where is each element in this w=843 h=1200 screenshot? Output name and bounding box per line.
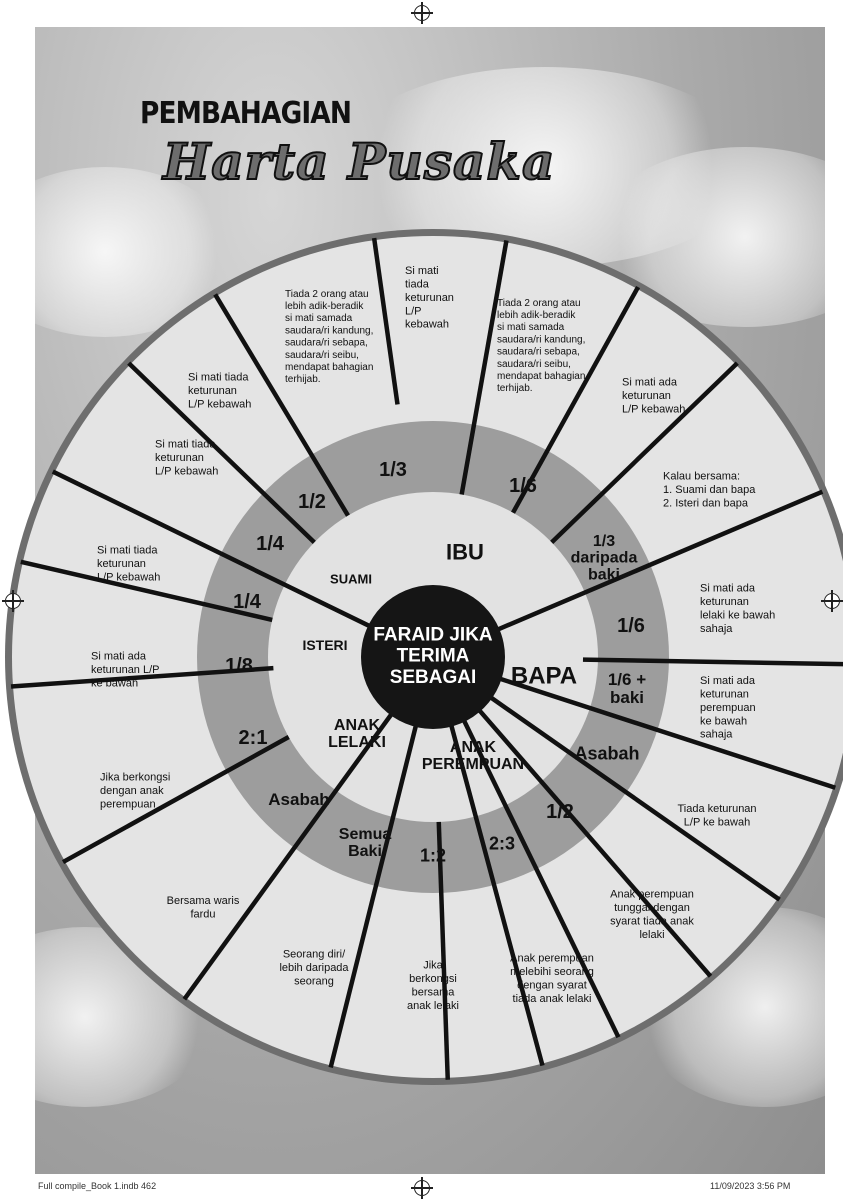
- sector-divider: [51, 469, 372, 629]
- registration-mark-icon: [821, 590, 843, 612]
- sector-divider: [459, 240, 509, 495]
- share-label-suami-quarter: 1/4: [256, 533, 285, 555]
- sector-divider: [477, 708, 713, 978]
- sector-divider: [328, 724, 419, 1068]
- sector-divider: [550, 361, 739, 544]
- sector-divider: [436, 821, 451, 1080]
- sector-divider: [371, 237, 400, 405]
- share-label-bapa-sixth-baki: 1/6 +baki: [608, 670, 646, 707]
- share-label-bapa-sixth: 1/6: [617, 615, 645, 637]
- footer-timestamp: 11/09/2023 3:56 PM: [710, 1181, 791, 1191]
- sector-divider: [182, 712, 394, 1001]
- sector-divider: [582, 657, 843, 667]
- poster-title-script: Harta Pusaka: [162, 131, 556, 192]
- poster-title: PEMBAHAGIAN: [140, 96, 352, 131]
- sector-divider: [511, 285, 641, 514]
- share-label-isteri-eighth: 1/8: [225, 655, 253, 677]
- sector-divider: [498, 676, 836, 790]
- sector-divider: [496, 489, 824, 632]
- share-label-ap-half: 1/2: [546, 801, 574, 823]
- sector-divider: [489, 695, 781, 902]
- share-label-al-two-one: 2:1: [239, 727, 268, 749]
- registration-mark-icon: [2, 590, 24, 612]
- footer-file-info: Full compile_Book 1.indb 462: [38, 1181, 157, 1191]
- registration-mark-icon: [411, 2, 433, 24]
- share-label-ap-one-two: 1:2: [420, 845, 446, 865]
- share-label-suami-half: 1/2: [298, 491, 326, 513]
- share-label-ibu-third: 1/3: [379, 459, 407, 481]
- share-label-bapa-asabah: Asabah: [574, 743, 639, 763]
- share-label-isteri-quarter: 1/4: [233, 591, 262, 613]
- sector-divider: [20, 559, 273, 623]
- heir-label-suami: SUAMI: [330, 572, 372, 587]
- share-label-ibu-sixth: 1/6: [509, 475, 537, 497]
- sector-divider: [213, 293, 350, 517]
- center-disc: [361, 585, 505, 729]
- heir-label-isteri: ISTERI: [302, 637, 347, 653]
- share-label-al-asabah: Asabah: [268, 790, 329, 809]
- sector-divider: [127, 361, 316, 544]
- sector-divider: [10, 665, 274, 689]
- heir-label-bapa: BAPA: [511, 662, 577, 689]
- sector-divider: [61, 735, 290, 865]
- share-label-ap-two-thirds: 2:3: [489, 833, 515, 853]
- registration-mark-icon: [411, 1177, 433, 1199]
- sector-divider: [448, 724, 545, 1067]
- heir-label-ibu: IBU: [446, 540, 484, 565]
- sector-divider: [461, 718, 621, 1039]
